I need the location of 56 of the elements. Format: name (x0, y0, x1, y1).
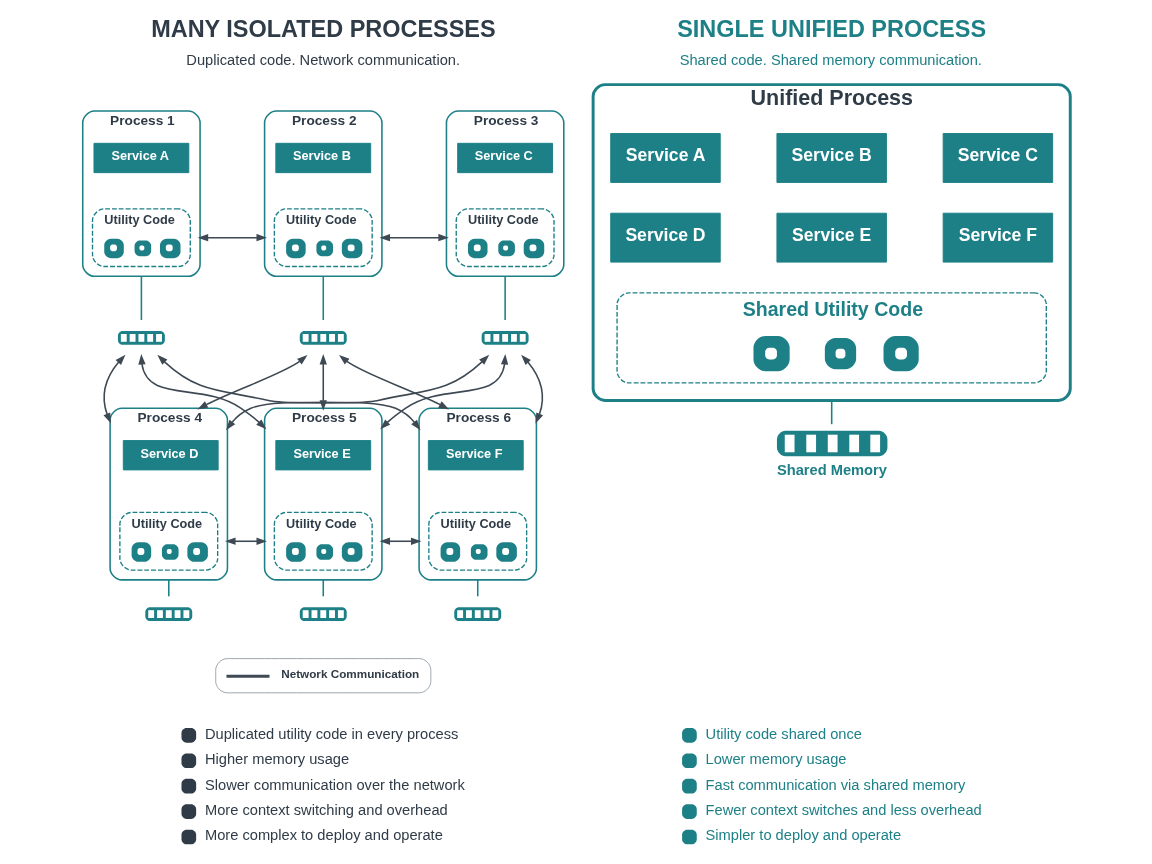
connector (476, 579, 479, 598)
arrow (520, 354, 543, 424)
node-box: Service E (274, 440, 371, 471)
arrow (379, 537, 421, 545)
node-box: Service A (609, 133, 721, 183)
arrow (137, 354, 266, 430)
arrow (338, 354, 449, 410)
label: Higher memory usage (204, 751, 349, 768)
connector (503, 275, 506, 321)
node-box: Service D (609, 212, 721, 263)
legend-label: Network Communication (280, 667, 419, 681)
node-box: Service F (427, 440, 524, 471)
arrow (224, 537, 267, 545)
arrow (319, 354, 327, 411)
node-box: Service A (93, 142, 189, 174)
label: Fast communication via shared memory (705, 776, 965, 793)
connector (140, 275, 142, 321)
node-box: Service D (122, 440, 219, 471)
label: More complex to deploy and operate (204, 827, 443, 844)
node-box: Utility Code (91, 208, 191, 268)
connector (830, 399, 832, 425)
node-box: Service B (775, 133, 887, 183)
arrow (225, 354, 489, 431)
node-box: Service B (274, 142, 371, 174)
node-box: Utility Code (273, 511, 373, 571)
arrow (102, 354, 125, 424)
node-box: Service F (942, 212, 1053, 263)
node-box: Service E (775, 212, 887, 263)
arrow (379, 354, 508, 430)
arrow (197, 234, 267, 242)
connector (167, 579, 170, 598)
label: Slower communication over the network (204, 776, 465, 793)
arrow (156, 354, 421, 431)
label: More context switching and overhead (204, 802, 448, 819)
node-box: Utility Code (118, 511, 218, 571)
node-box: Utility Code (273, 208, 373, 268)
node-box: Service C (456, 142, 553, 174)
node-box: Service C (942, 133, 1053, 183)
connector (322, 275, 324, 321)
label: Duplicated code. Network communication. (185, 52, 460, 69)
connector (322, 579, 324, 598)
label: Lower memory usage (705, 751, 846, 768)
arrow (379, 234, 449, 242)
node-label: Shared Memory (776, 461, 887, 478)
node-box: Shared Utility Code (615, 292, 1047, 384)
label: SINGLE UNIFIED PROCESS (676, 15, 986, 42)
label: MANY ISOLATED PROCESSES (150, 15, 496, 42)
node-box (776, 430, 887, 457)
label: Shared code. Shared memory communication. (679, 52, 982, 69)
node-box: Utility Code (455, 208, 555, 268)
arrow (196, 354, 307, 410)
label: Utility code shared once (705, 725, 862, 742)
label: Duplicated utility code in every process (204, 725, 458, 742)
label: Simpler to deploy and operate (705, 827, 901, 844)
label: Fewer context switches and less overhead (705, 802, 982, 819)
node-box: Utility Code (427, 511, 527, 571)
